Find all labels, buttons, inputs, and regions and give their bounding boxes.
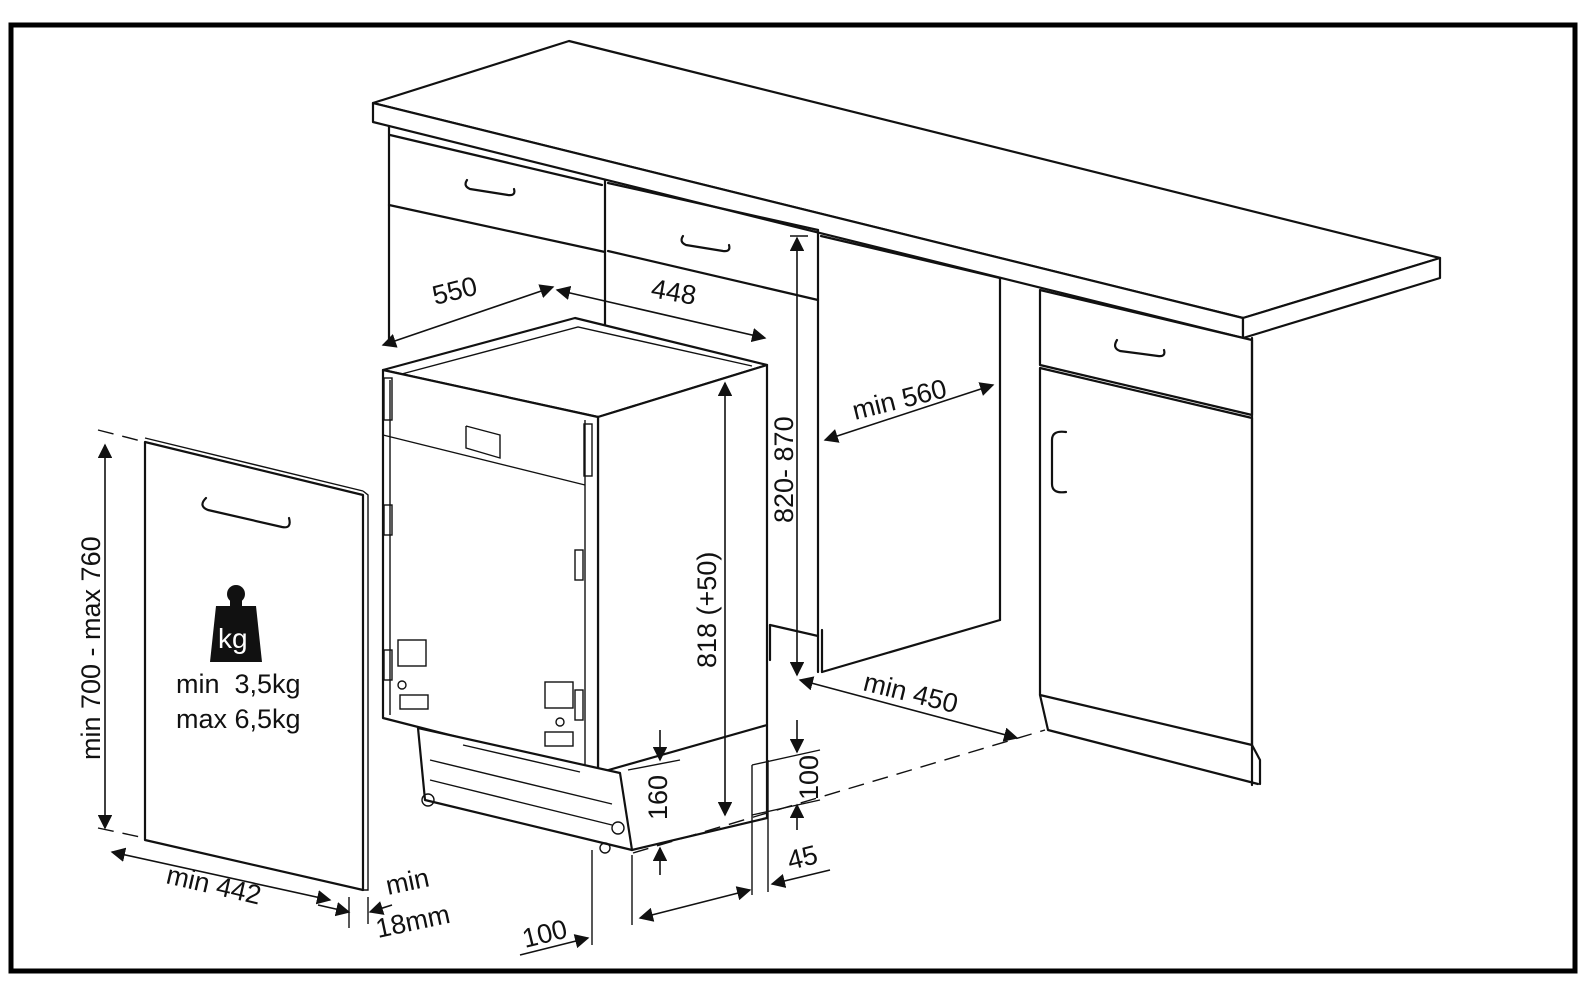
- drawer-handle-icon: [1113, 338, 1166, 358]
- niche: [819, 234, 1002, 674]
- door-panel: [143, 437, 369, 892]
- weight-min-label: min 3,5kg: [176, 669, 301, 699]
- kitchen-cabinets: [371, 39, 1442, 787]
- dim-label-45: 45: [784, 839, 820, 875]
- diagram-frame: [8, 22, 1578, 974]
- weight-icon-label: kg: [218, 623, 248, 654]
- drawer-handle-icon: [680, 234, 731, 253]
- dimension-lines: [97, 235, 1046, 956]
- dim-label-818: 818 (+50): [692, 552, 722, 668]
- right-cabinet: [1038, 288, 1262, 787]
- kg-weight-icon: [210, 585, 262, 662]
- drawer-handle-icon: [464, 178, 516, 197]
- weight-max-label: max 6,5kg: [176, 704, 301, 734]
- door-handle-icon: [201, 496, 291, 529]
- dim-label-door-height: min 700 - max 760: [76, 536, 106, 760]
- dim-label-160: 160: [643, 775, 673, 820]
- dim-label-100-gap: 100: [794, 755, 824, 800]
- dim-label-820-870: 820- 870: [769, 416, 799, 523]
- worktop: [371, 39, 1442, 340]
- door-handle-icon: [1050, 430, 1068, 494]
